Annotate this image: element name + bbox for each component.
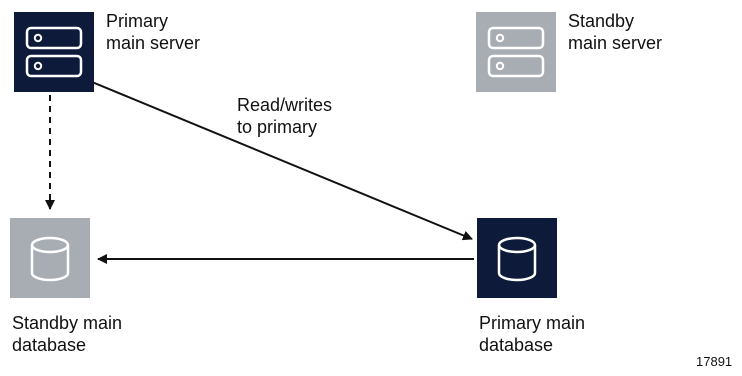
primary-server-label-line1: Primary	[106, 11, 168, 31]
database-icon	[10, 218, 90, 298]
primary-database-label-line1: Primary main	[479, 313, 586, 333]
primary-database-label: Primary main database	[479, 312, 585, 356]
standby-server-label-line2: main server	[568, 33, 663, 53]
database-icon	[477, 218, 557, 298]
standby-server-node	[476, 12, 556, 92]
readwrite-label: Read/writes to primary	[237, 94, 332, 138]
primary-server-node	[14, 12, 94, 92]
primary-server-to-primary-db-arrow	[91, 81, 473, 241]
primary-database-node	[477, 218, 557, 298]
standby-database-node	[10, 218, 90, 298]
server-icon	[476, 12, 556, 92]
readwrite-label-line1: Read/writes	[237, 95, 333, 115]
server-icon	[14, 12, 94, 92]
readwrite-label-line2: to primary	[237, 117, 318, 137]
standby-database-label: Standby main database	[12, 312, 122, 356]
primary-database-label-line2: database	[479, 335, 554, 355]
standby-database-label-line2: database	[12, 335, 87, 355]
primary-server-label-line2: main server	[106, 33, 201, 53]
standby-server-label: Standby main server	[568, 10, 662, 54]
figure-id: 17891	[696, 354, 733, 369]
primary-server-label: Primary main server	[106, 10, 200, 54]
standby-server-label-line1: Standby	[568, 11, 635, 31]
standby-database-label-line1: Standby main	[12, 313, 123, 333]
